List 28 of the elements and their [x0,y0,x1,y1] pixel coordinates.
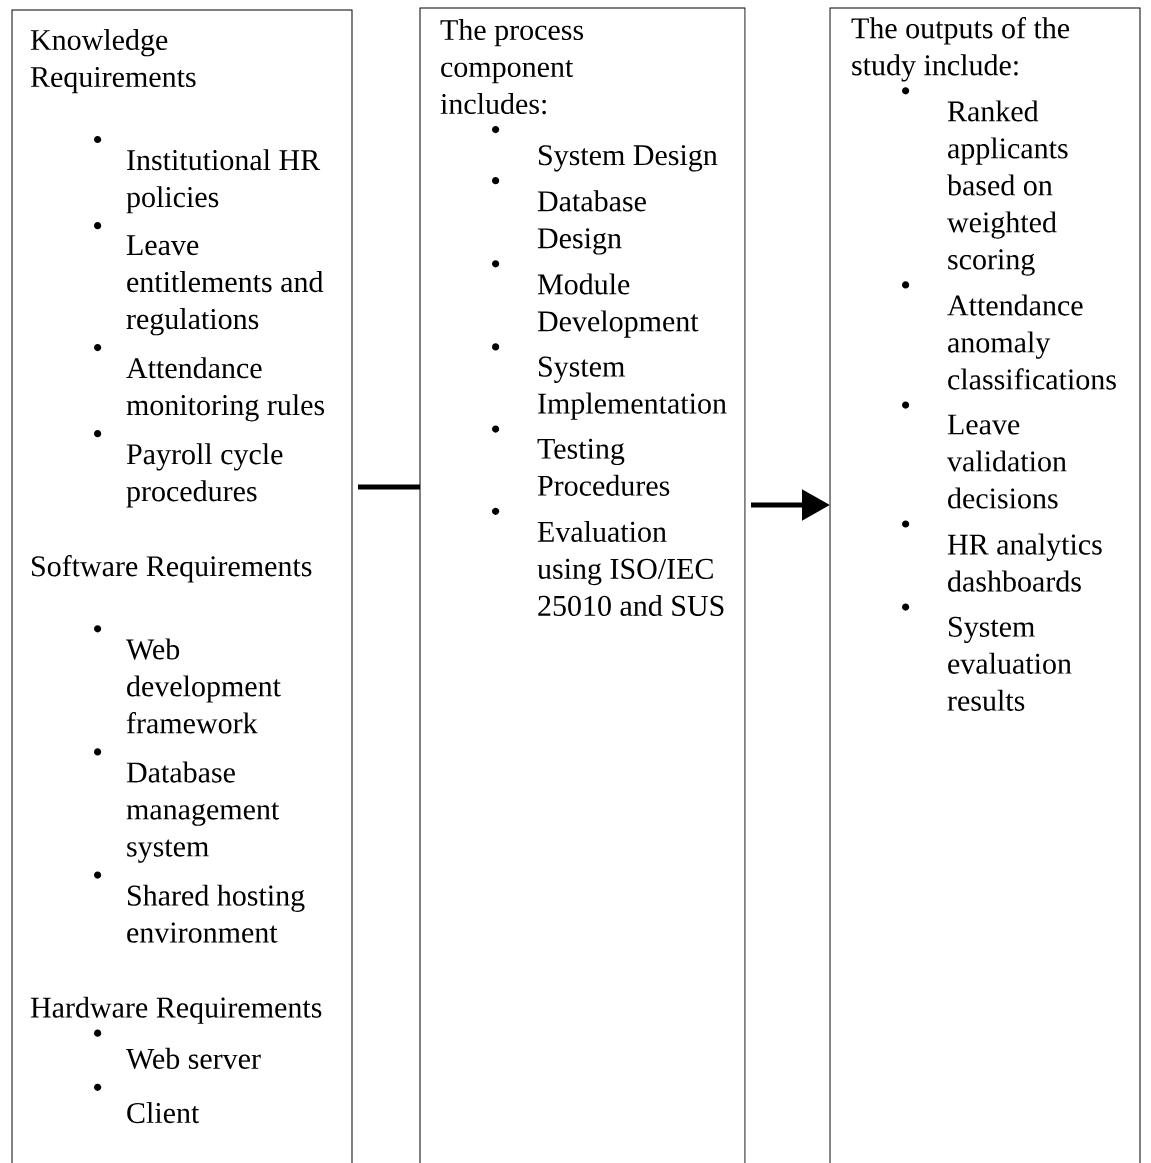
bullet-item: Institutional HR policies [94,135,321,214]
bullet-item: System Design [492,125,718,172]
bullet-item: Shared hosting environment [94,871,305,943]
bullet-item: Attendance monitoring rules [94,344,325,422]
bullet-item: Ranked applicants based on weighted scoring [902,87,1068,276]
column-box [829,7,1141,1163]
bullet-item: Database management system [94,748,280,863]
bullet-item: System evaluation results [902,603,1072,711]
heading-text: Software Requirements [32,555,312,583]
bullet-item: Attendance anomaly classifications [902,281,1116,390]
bullet-item: Testing Procedures [492,425,670,496]
heading-text: Knowledge Requirements [30,29,196,94]
bullet-item: Leave validation decisions [902,401,1067,509]
heading-text: The outputs of the study include: [851,17,1070,82]
bullet-item: Database Design [492,177,646,255]
column-box [11,9,353,1163]
bullet-item: Web development framework [94,625,281,734]
bullet-item: HR analytics dashboards [902,520,1102,592]
bullet-item: Web server [94,1029,261,1070]
bullet-item: Evaluation using ISO/IEC 25010 and SUS [492,507,724,616]
bullet-item: Client [94,1083,200,1124]
bullet-item: Payroll cycle procedures [94,430,283,508]
bullet-item: Leave entitlements and regulations [94,222,324,336]
heading-text: The process component includes: [440,19,584,115]
bullet-item: Module Development [492,260,699,338]
column-box [419,7,746,1163]
bullet-item: System Implementation [492,343,727,420]
heading-text: Hardware Requirements [30,996,322,1024]
